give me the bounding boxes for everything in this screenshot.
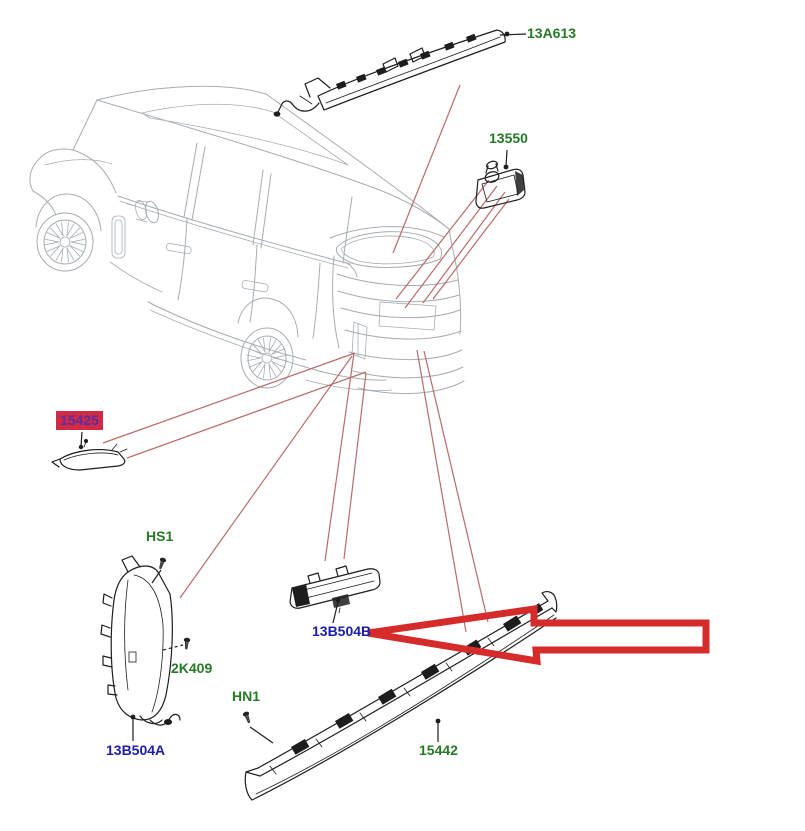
part-label-2K409[interactable]: 2K409 (171, 660, 213, 676)
part-label-HN1[interactable]: HN1 (232, 688, 261, 704)
part-label-13550[interactable]: 13550 (489, 130, 528, 146)
part-label-15442[interactable]: 15442 (419, 742, 458, 758)
part-13b504a-rear-lamp-drawing (100, 555, 181, 726)
screw-2k409-icon (182, 637, 191, 650)
part-13a613-stop-lamp-drawing (273, 29, 506, 117)
part-13550-plate-lamp-drawing (475, 160, 526, 209)
screw-hs1-icon (156, 556, 168, 570)
part-label-13B504B[interactable]: 13B504B (312, 623, 372, 639)
part-15442-bumper-moulding-drawing (244, 591, 558, 801)
part-label-15425-highlighted[interactable]: 15425 (56, 411, 103, 430)
part-15425-reflector-drawing (51, 439, 128, 471)
screw-hn1-icon (241, 710, 253, 724)
part-13b504b-lamp-drawing (289, 565, 381, 614)
part-label-HS1[interactable]: HS1 (146, 528, 174, 544)
label-connector-lines (78, 31, 527, 744)
red-arrow-icon (367, 604, 710, 666)
red-leader-lines (102, 84, 510, 633)
vehicle-drawing (29, 85, 465, 395)
part-label-13B504A[interactable]: 13B504A (106, 742, 166, 758)
part-label-13A613[interactable]: 13A613 (527, 25, 577, 41)
